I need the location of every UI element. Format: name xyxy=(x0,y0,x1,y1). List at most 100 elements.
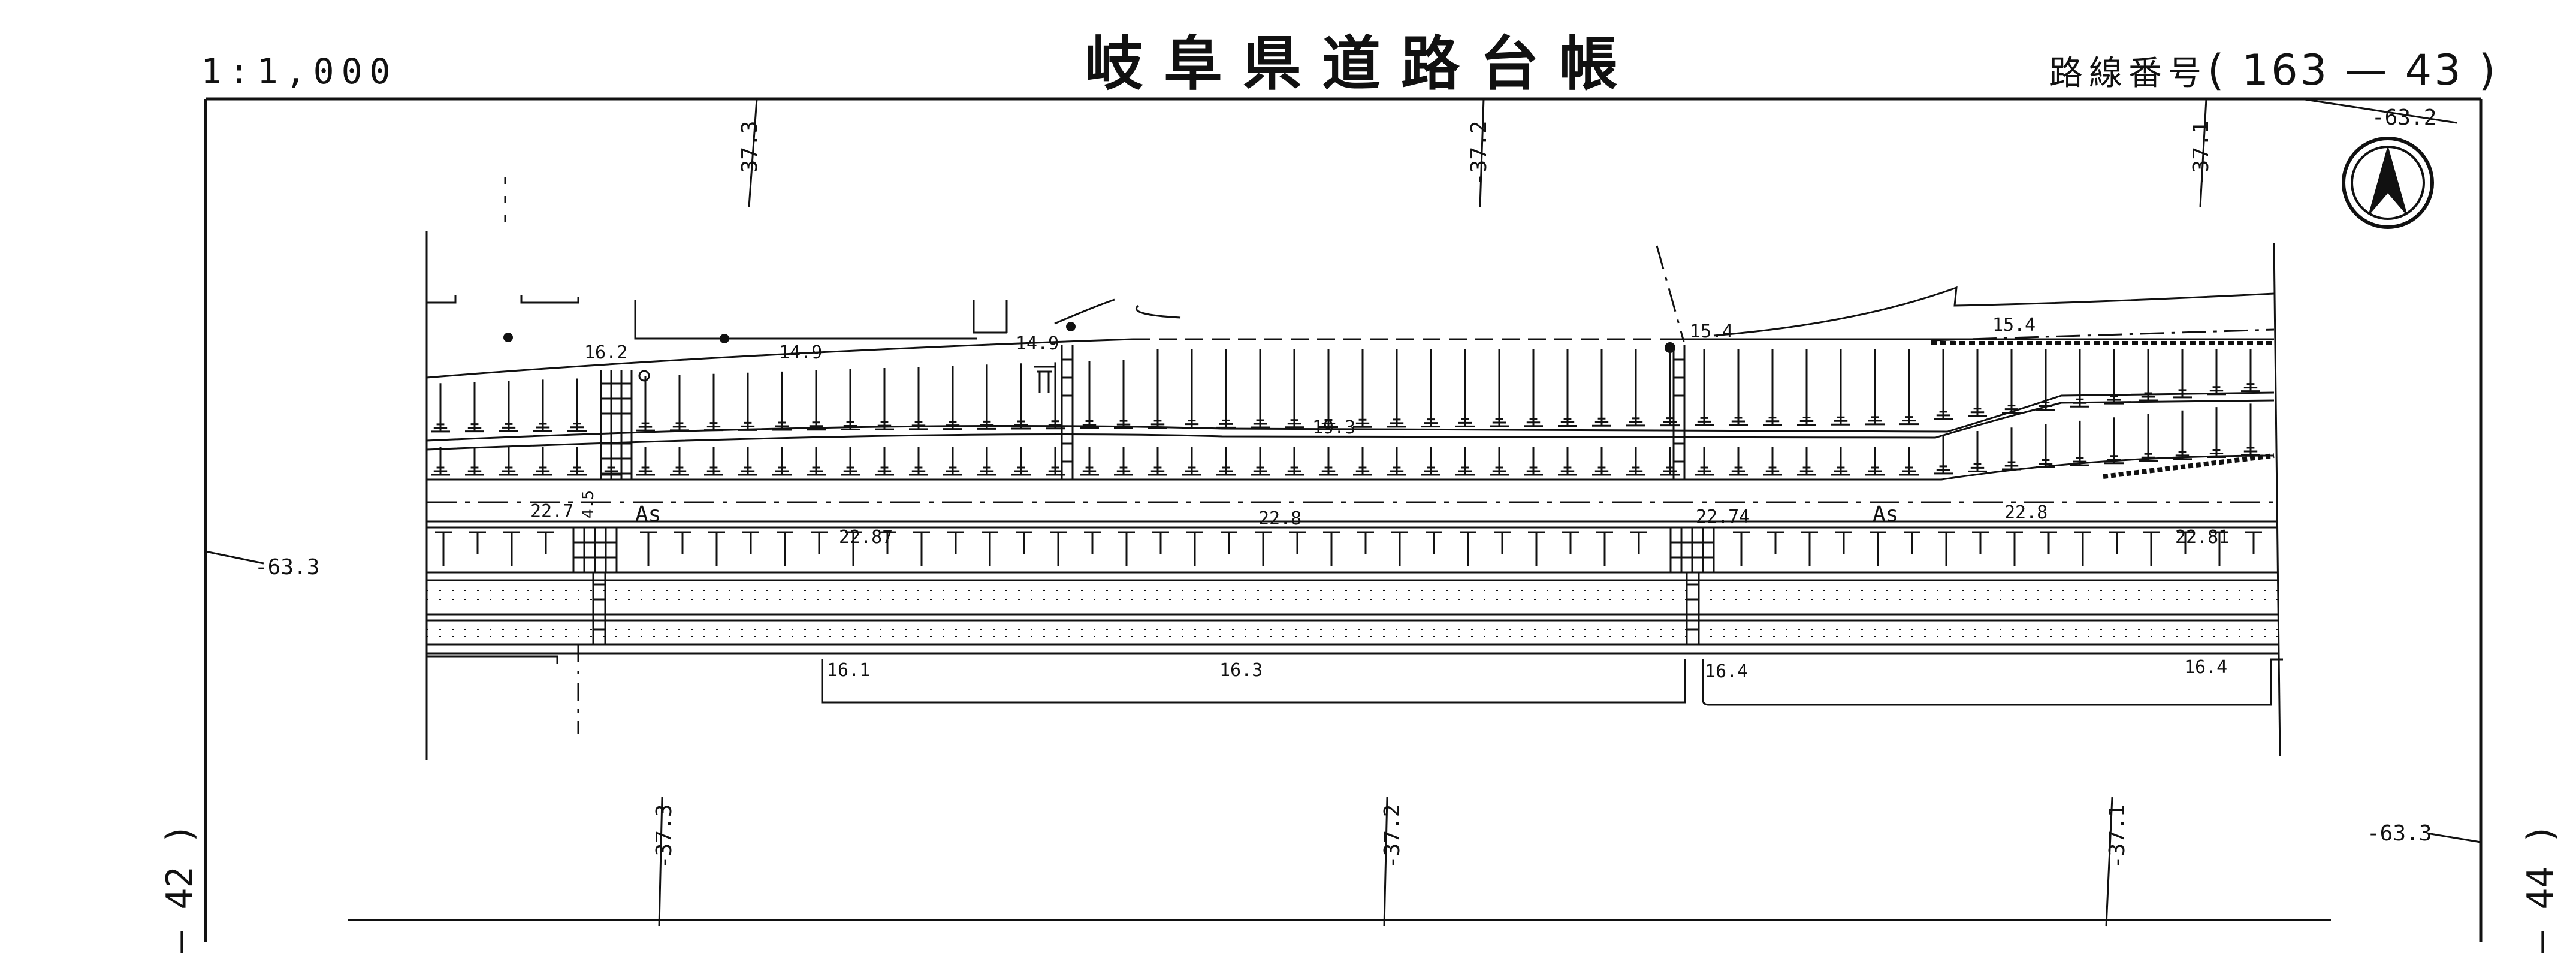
slope-symbol xyxy=(1080,447,1099,476)
slope-symbol xyxy=(670,375,689,432)
slope-symbol xyxy=(2139,349,2158,402)
slope-symbol xyxy=(1490,349,1509,427)
slope-symbol xyxy=(1421,447,1440,476)
slope-symbol xyxy=(1899,349,1919,426)
sidewalk-symbol xyxy=(1084,531,1101,554)
sidewalk-symbol xyxy=(708,531,725,566)
slope-symbol xyxy=(909,367,928,430)
sidewalk-symbol xyxy=(879,531,896,554)
elevation-label: 16.2 xyxy=(584,342,627,363)
map-frame xyxy=(204,97,2483,942)
elevation-label: 16.4 xyxy=(1705,661,1748,682)
sidewalk-symbol xyxy=(1050,531,1067,566)
slope-symbol xyxy=(1285,447,1304,476)
elevation-label: 16.3 xyxy=(1219,660,1263,681)
elevation-label: 22.81 xyxy=(2175,527,2229,548)
sidewalk-symbol xyxy=(2211,531,2228,566)
slope-symbol xyxy=(977,364,996,430)
slope-symbol xyxy=(1387,349,1406,428)
slope-symbol xyxy=(1729,349,1748,426)
slope-symbol xyxy=(977,447,996,476)
slope-symbol xyxy=(1080,361,1099,429)
sidewalk-symbol xyxy=(811,531,828,554)
sidewalk-symbol xyxy=(1357,531,1374,554)
north-arrow-icon xyxy=(2342,137,2434,229)
slope-symbol xyxy=(1626,349,1645,427)
slope-symbol xyxy=(1899,447,1919,476)
slope-symbol xyxy=(602,447,621,476)
slope-symbol xyxy=(2207,407,2226,458)
slope-symbol xyxy=(1011,447,1031,476)
sidewalk-symbol xyxy=(1596,531,1613,566)
sidewalk-symbol xyxy=(1733,531,1750,566)
slope-symbol xyxy=(2002,427,2021,471)
grid-label-bottom-3: -37.1 xyxy=(2105,804,2130,869)
slope-symbol xyxy=(1558,447,1577,476)
sidewalk-symbol xyxy=(1870,531,1886,566)
slope-symbol xyxy=(2002,349,2021,414)
route-number-value: ( 163 — 43 ) xyxy=(2207,46,2498,95)
route-number: 路線番号( 163 — 43 ) xyxy=(2049,49,2498,91)
sidewalk-symbol xyxy=(1460,531,1476,566)
sidewalk-symbol xyxy=(2109,531,2125,554)
sidewalk-symbol xyxy=(469,531,486,554)
elevation-label: 16.4 xyxy=(2184,657,2227,678)
slope-symbol xyxy=(1797,447,1816,476)
sidewalk-symbol xyxy=(1152,531,1169,554)
slope-symbol xyxy=(1046,447,1065,476)
slope-symbol xyxy=(1319,447,1338,476)
elevation-label: 22.8 xyxy=(2004,502,2047,523)
slope-symbol xyxy=(1182,447,1201,476)
sidewalk-symbol xyxy=(1255,531,1272,566)
slope-symbol xyxy=(1319,349,1338,428)
slope-symbol xyxy=(772,447,792,476)
grid-label-bottom-1: -37.3 xyxy=(652,804,677,869)
sidewalk-symbol xyxy=(1289,531,1306,554)
sidewalk-symbol xyxy=(1767,531,1784,554)
sidewalk-symbol xyxy=(2245,531,2262,554)
sidewalk-symbol xyxy=(1801,531,1818,566)
sidewalk-symbol xyxy=(2143,531,2160,566)
slope-symbol xyxy=(1831,447,1850,476)
sidewalk-symbol xyxy=(1494,531,1511,554)
slope-symbol xyxy=(2036,349,2055,411)
slope-symbol xyxy=(841,447,860,476)
slope-symbol xyxy=(1695,349,1714,426)
slope-symbol xyxy=(1490,447,1509,476)
slope-symbol xyxy=(909,447,928,476)
slope-symbol xyxy=(1148,447,1167,476)
slope-symbol xyxy=(1387,447,1406,476)
sidewalk-symbol xyxy=(982,531,998,566)
slope-symbol xyxy=(1831,349,1850,426)
sidewalk-symbol xyxy=(913,531,930,566)
width-dimension: 4.5 xyxy=(579,490,597,518)
slope-symbol xyxy=(465,382,484,433)
slope-symbol xyxy=(807,370,826,431)
slope-symbol xyxy=(2070,420,2089,466)
sidewalk-symbol xyxy=(742,531,759,554)
slope-symbol xyxy=(841,369,860,430)
slope-symbol xyxy=(1729,447,1748,476)
slope-symbol xyxy=(2104,349,2124,405)
grid-label-bottom-2: -37.2 xyxy=(1380,804,1405,869)
slope-symbol xyxy=(1763,447,1782,476)
sidewalk-symbol xyxy=(2040,531,2057,554)
slope-symbol xyxy=(465,447,484,476)
slope-symbol xyxy=(2104,417,2124,465)
route-number-label: 路線番号 xyxy=(2049,54,2207,93)
sidewalk-symbol xyxy=(1426,531,1442,554)
map-title: 岐阜県道路台帳 xyxy=(1085,30,1639,98)
sidewalk-symbol xyxy=(2177,531,2194,554)
slope-symbol xyxy=(636,447,655,476)
slope-symbol xyxy=(1558,349,1577,427)
slope-symbol xyxy=(1968,349,1987,417)
slope-symbol xyxy=(1148,349,1167,429)
pavement-type-label: As xyxy=(1873,502,1898,527)
slope-symbol xyxy=(1046,362,1065,430)
slope-symbol xyxy=(1251,349,1270,429)
grid-label-top-1: -37.3 xyxy=(738,121,762,186)
slope-symbol xyxy=(1251,447,1270,476)
grid-label-top-2: -37.2 xyxy=(1467,121,1491,186)
elevation-label: 14.9 xyxy=(779,342,822,363)
slope-symbol xyxy=(1626,447,1645,476)
